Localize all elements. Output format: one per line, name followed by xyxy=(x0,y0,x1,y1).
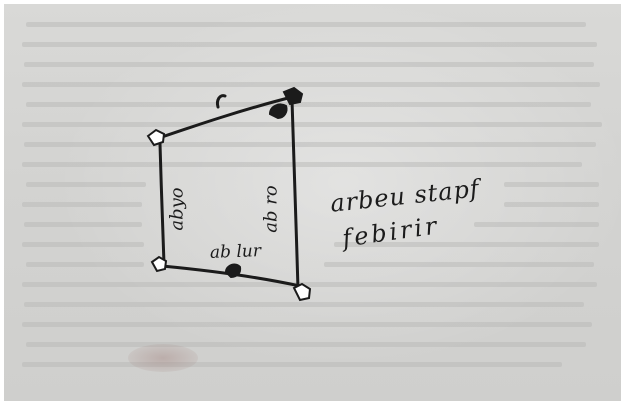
corner-mark-top-right xyxy=(282,86,304,106)
bottom-edge-mark xyxy=(224,263,242,279)
corner-mark-bottom-left xyxy=(150,255,168,273)
corner-mark-bottom-right xyxy=(292,282,312,302)
left-side-label: abyo xyxy=(166,187,188,231)
corner-mark-top-left xyxy=(146,128,166,147)
top-corner-tick xyxy=(216,94,227,109)
corner-mark-top-right-inner xyxy=(268,103,288,120)
faded-text-lines xyxy=(22,22,602,367)
document-photo: abyo ab ro ab lur arbeu stapf febirir xyxy=(4,4,621,401)
top-edge xyxy=(154,94,298,141)
ink-smudge xyxy=(128,344,198,372)
left-edge xyxy=(158,142,166,266)
right-side-label: ab ro xyxy=(260,185,282,233)
quadrilateral-sketch xyxy=(146,86,312,302)
right-edge xyxy=(290,98,300,291)
bottom-side-label: ab lur xyxy=(209,241,262,263)
